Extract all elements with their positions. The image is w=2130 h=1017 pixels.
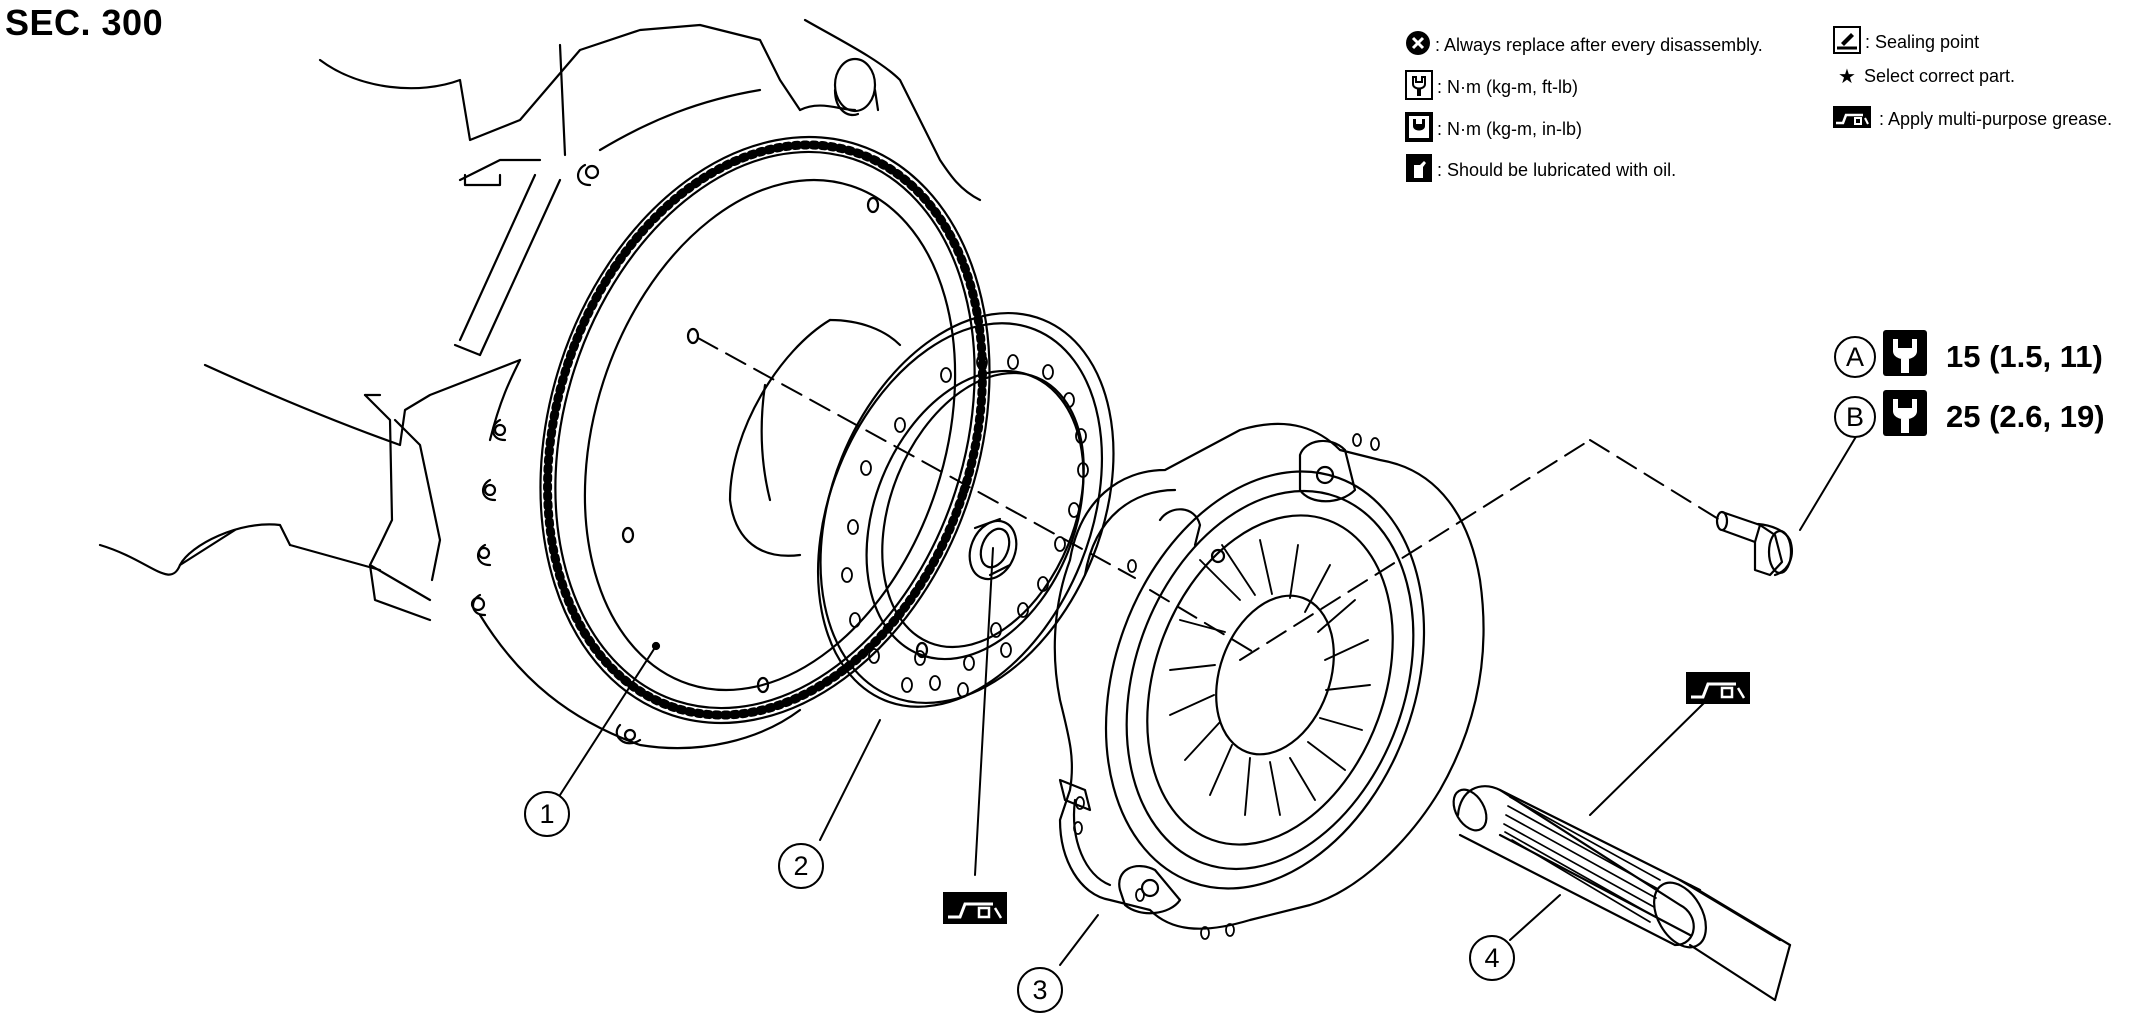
- legend-lubricate-oil: : Should be lubricated with oil.: [1405, 153, 1676, 188]
- legend-sealing-point: : Sealing point: [1833, 26, 1979, 59]
- clutch-cover: [1053, 422, 1485, 940]
- torque-letter: A: [1834, 336, 1876, 378]
- callout-part-3: 3: [1017, 967, 1063, 1013]
- torque-value: 15 (1.5, 11): [1946, 339, 2103, 374]
- cover-bolt: [1715, 510, 1793, 577]
- input-shaft: [1452, 785, 1792, 1002]
- legend-text: : N·m (kg-m, ft-lb): [1437, 77, 1578, 97]
- grease-icon: [1686, 672, 1750, 709]
- sealing-point-icon: [1833, 26, 1861, 59]
- clutch-disc: [816, 312, 1115, 708]
- alignment-lines: [697, 337, 1721, 661]
- legend-text: : Apply multi-purpose grease.: [1879, 109, 2113, 129]
- callout-part-1: 1: [524, 791, 570, 837]
- leader-lines: [559, 429, 1861, 966]
- torque-wrench-icon: [1882, 329, 1928, 385]
- legend-text: Select correct part.: [1863, 66, 2015, 86]
- crank-hub: [728, 318, 902, 557]
- legend-apply-grease: : Apply multi-purpose grease.: [1833, 106, 2112, 133]
- legend-text: : Always replace after every disassembly…: [1435, 35, 1763, 55]
- torque-spec-b: B 25 (2.6, 19): [1834, 389, 2105, 445]
- callout-part-2: 2: [778, 843, 824, 889]
- grease-icon: [1833, 106, 1871, 133]
- flywheel: [539, 135, 991, 725]
- legend-text: : N·m (kg-m, in-lb): [1437, 119, 1582, 139]
- legend-torque-ft-lb: : N·m (kg-m, ft-lb): [1405, 70, 1578, 105]
- star-icon: ★: [1838, 66, 1856, 88]
- legend-text: : Sealing point: [1865, 32, 1980, 52]
- torque-wrench-icon: [1405, 70, 1433, 105]
- legend-text: : Should be lubricated with oil.: [1437, 160, 1677, 180]
- torque-spec-a: A 15 (1.5, 11): [1834, 329, 2103, 385]
- legend-always-replace: : Always replace after every disassembly…: [1405, 30, 1763, 61]
- torque-wrench-icon: [1882, 389, 1928, 445]
- grease-icon: [943, 892, 1007, 929]
- torque-value: 25 (2.6, 19): [1946, 399, 2105, 434]
- section-label: SEC. 300: [5, 2, 164, 43]
- callout-part-4: 4: [1469, 935, 1515, 981]
- legend-torque-in-lb: : N·m (kg-m, in-lb): [1405, 112, 1582, 147]
- legend-select-part: ★ Select correct part.: [1838, 64, 2015, 89]
- torque-wrench-icon: [1405, 112, 1433, 147]
- x-circle-icon: [1405, 30, 1431, 61]
- engine-housing-outline: [98, 18, 982, 750]
- oil-can-icon: [1405, 153, 1433, 188]
- torque-letter: B: [1834, 396, 1876, 438]
